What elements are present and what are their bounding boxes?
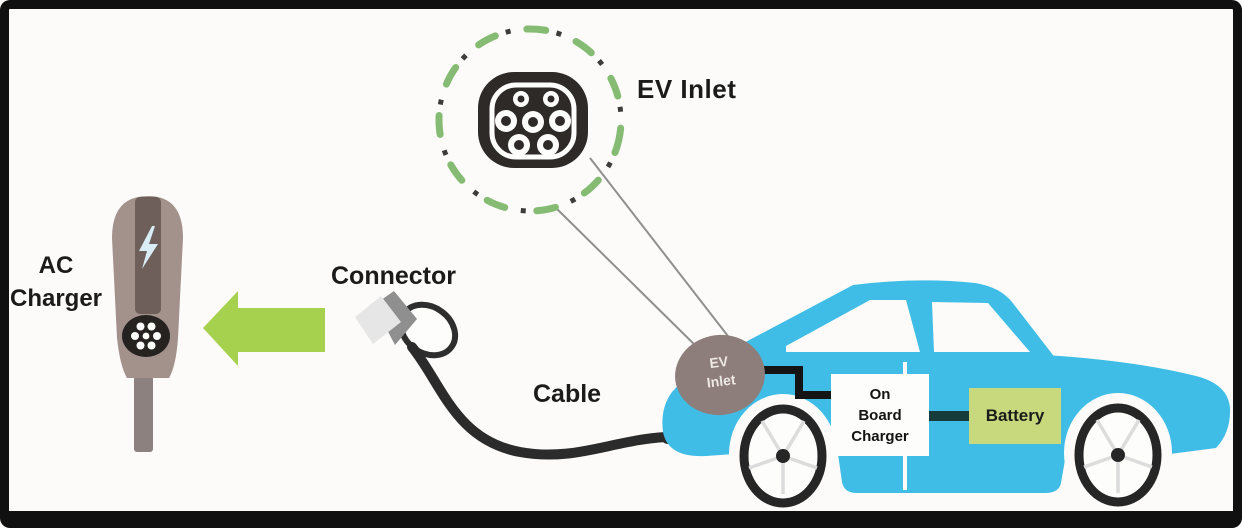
ev-inlet-oval bbox=[675, 334, 765, 416]
type2-connector-face-icon bbox=[478, 72, 588, 168]
car-rear-window bbox=[932, 302, 1030, 352]
ev-inlet-oval-label-line2: Inlet bbox=[705, 371, 737, 391]
callout-lines bbox=[555, 157, 732, 353]
connector-label: Connector bbox=[331, 262, 456, 290]
ac-charger-device bbox=[112, 196, 183, 452]
battery-box: Battery bbox=[969, 388, 1061, 444]
car bbox=[662, 280, 1231, 514]
on-board-charger-line1: On bbox=[869, 385, 891, 403]
ac-charger-label-line1: AC bbox=[38, 252, 74, 279]
inlet-to-charger-line bbox=[760, 366, 832, 399]
rear-wheel bbox=[1074, 403, 1162, 507]
on-board-charger-line3: Charger bbox=[851, 427, 909, 445]
arrow-left bbox=[203, 291, 325, 366]
front-wheel bbox=[739, 404, 827, 508]
cable-label: Cable bbox=[533, 380, 602, 408]
on-board-charger-box: On Board Charger bbox=[831, 374, 929, 456]
dashed-circle bbox=[435, 25, 625, 215]
connector-plug bbox=[355, 291, 459, 359]
ev-inlet-oval-label-line1: EV bbox=[708, 352, 730, 372]
car-front-window bbox=[786, 300, 920, 352]
ac-charger-label: AC Charger bbox=[0, 249, 112, 315]
ac-charger-label-line2: Charger bbox=[9, 285, 103, 312]
ev-inlet-callout-label: EV Inlet bbox=[637, 74, 737, 104]
battery-label: Battery bbox=[985, 406, 1045, 425]
on-board-charger-line2: Board bbox=[858, 406, 902, 424]
lightning-bolt-icon bbox=[139, 226, 158, 269]
